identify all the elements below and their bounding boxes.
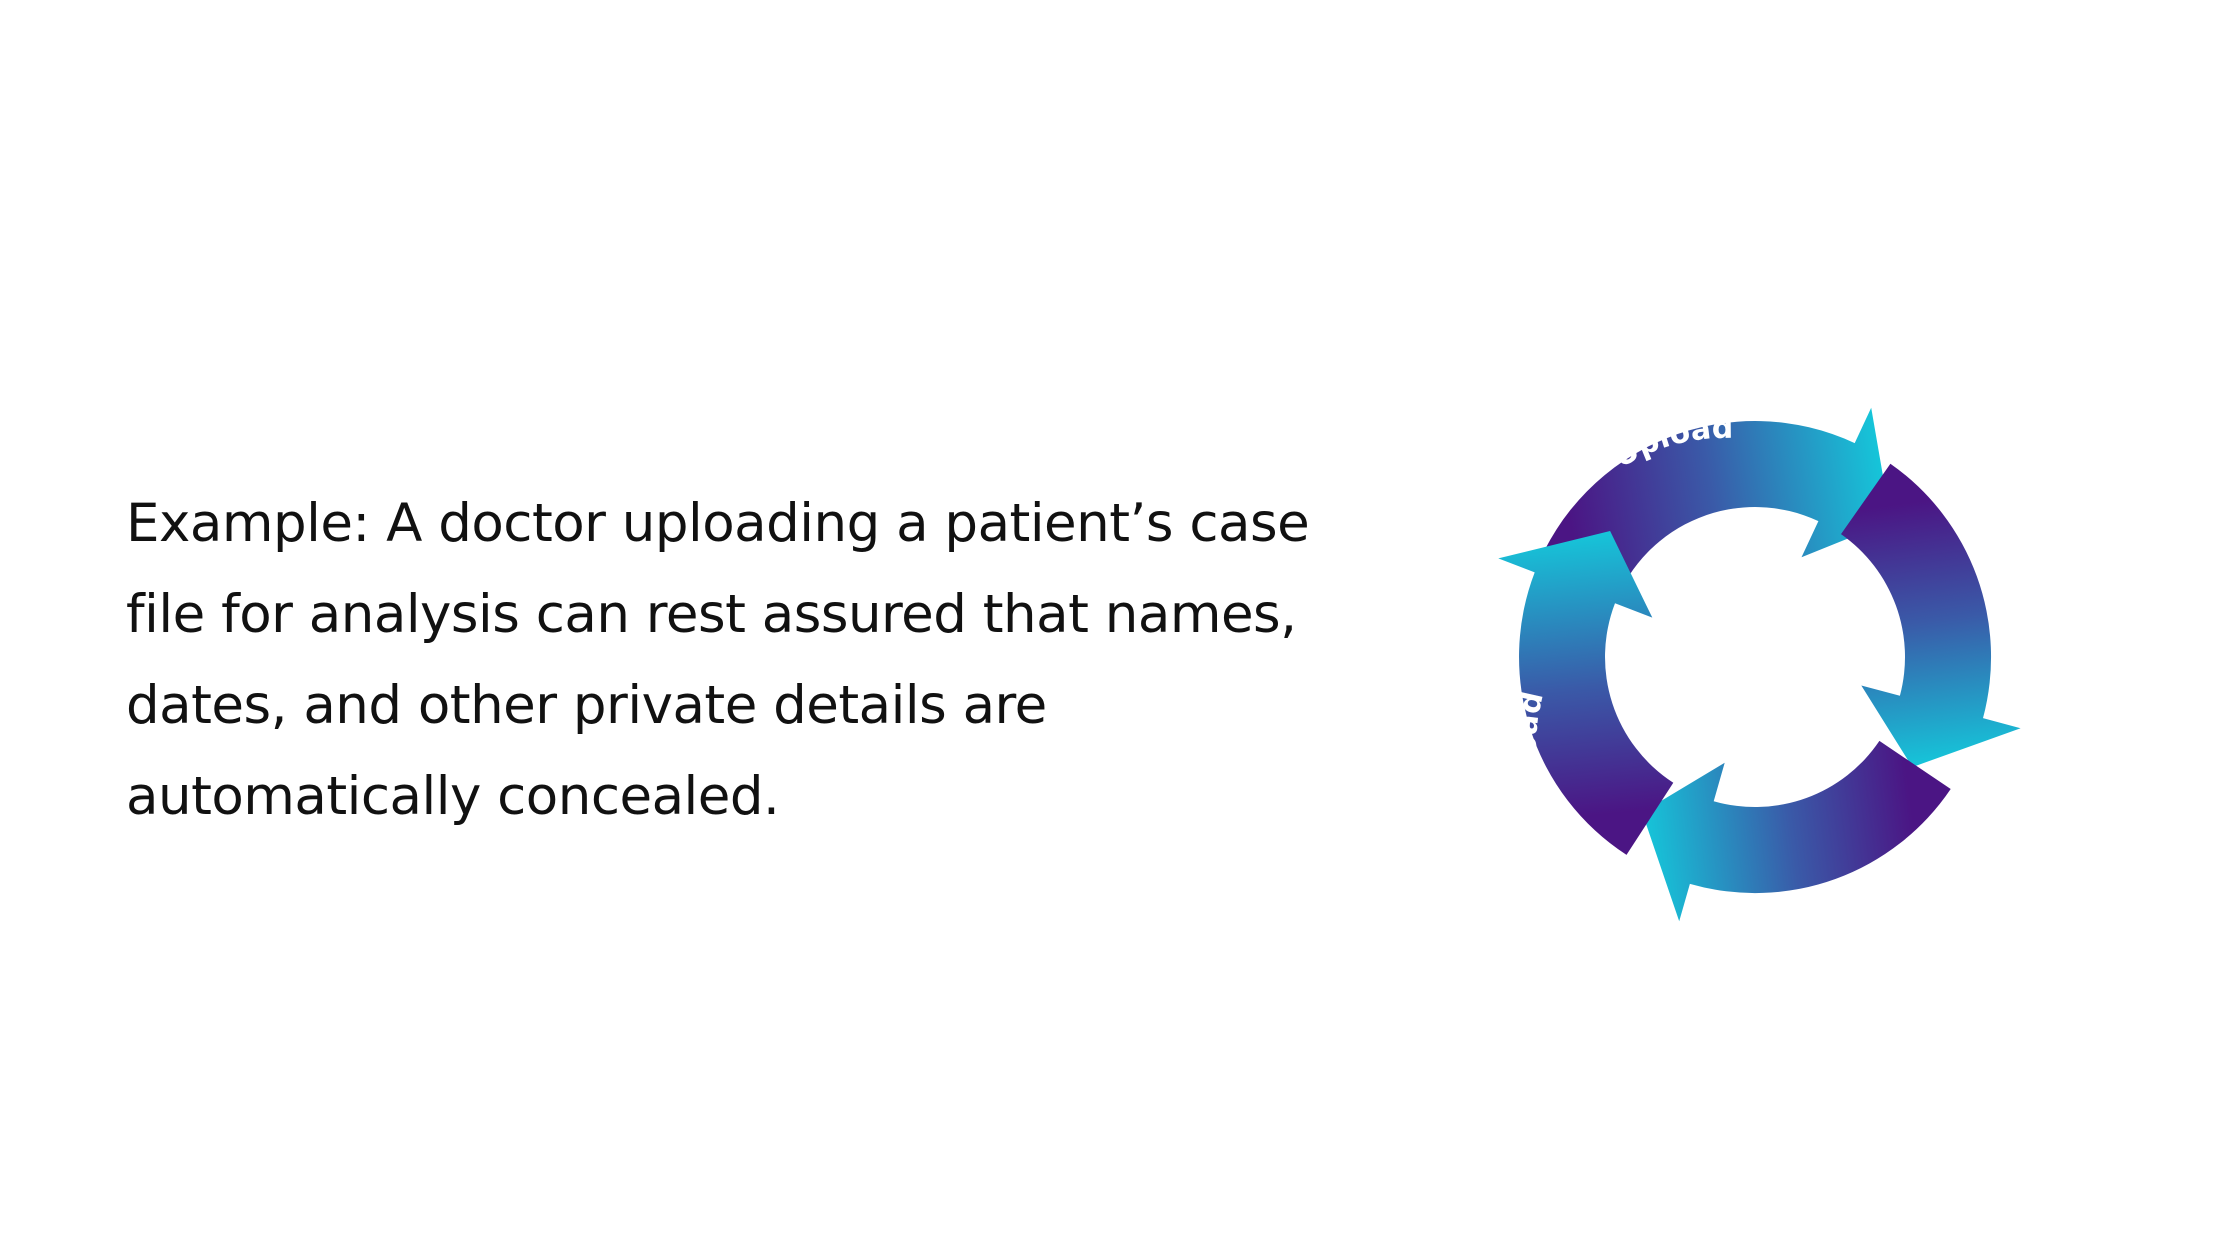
cycle-arrow-ask-questions bbox=[1642, 740, 1951, 922]
cycle-svg: Upload Redact Ask Questions Download bbox=[1400, 295, 2030, 948]
example-line-3: dates, and other private details are bbox=[126, 675, 1047, 736]
process-cycle-diagram: Upload Redact Ask Questions Download bbox=[1400, 295, 2120, 1015]
cycle-arrow-upload bbox=[1534, 407, 1891, 604]
cycle-arrows bbox=[1498, 407, 2021, 922]
example-line-1: Example: A doctor uploading a patient’s … bbox=[126, 493, 1310, 554]
cycle-arrow-download bbox=[1498, 531, 1674, 855]
example-line-2: file for analysis can rest assured that … bbox=[126, 584, 1297, 645]
example-line-4: automatically concealed. bbox=[126, 766, 780, 827]
example-paragraph: Example: A doctor uploading a patient’s … bbox=[126, 478, 1346, 842]
cycle-arrow-redact bbox=[1841, 463, 2021, 768]
